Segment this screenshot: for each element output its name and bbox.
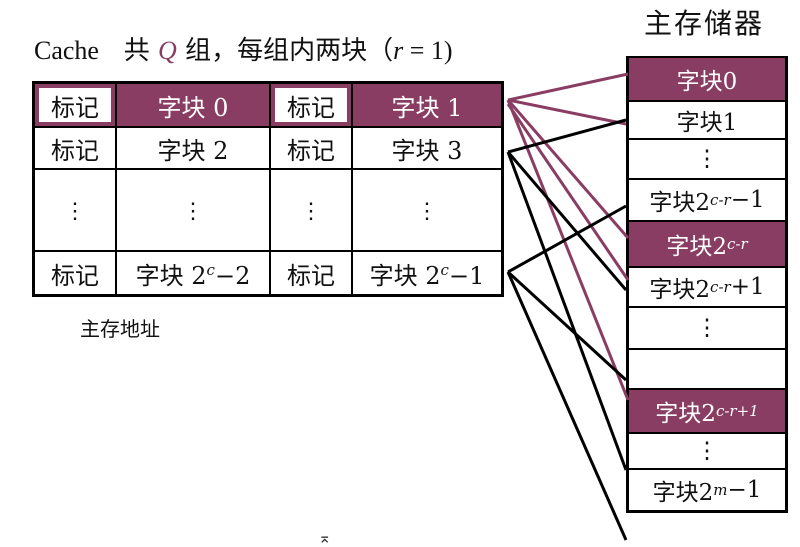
cache-tag-cell: 标记 [269, 250, 353, 297]
mapping-line [506, 99, 630, 401]
mapping-line [507, 72, 629, 102]
cache-row: 标记 字块 2c−2 标记 字块 2c−1 [32, 250, 504, 297]
main-memory-block: 字块1 [629, 100, 785, 138]
cache-row: ⋮ ⋮ ⋮ ⋮ [32, 168, 504, 252]
mapping-line [506, 151, 628, 291]
address-caption: 主存地址 [80, 317, 160, 341]
mapping-line [506, 103, 630, 281]
mapping-line [506, 151, 628, 471]
cache-block-cell: 字块 2c−2 [115, 250, 271, 297]
cursor-icon: ⌅ [318, 528, 332, 547]
main-memory-ellipsis: ⋮ [629, 306, 785, 348]
mapping-line [507, 118, 627, 154]
main-memory-ellipsis: ⋮ [629, 432, 785, 468]
title-text-3: = 1) [403, 36, 453, 65]
main-memory-block: 字块0 [629, 56, 785, 100]
main-memory-ellipsis: ⋮ [629, 138, 785, 178]
title-text-2: 组，每组内两块（ [185, 36, 394, 66]
cache-block-cell: 字块 1 [351, 81, 504, 128]
main-memory-title: 主存储器 [644, 7, 765, 40]
cache-label: Cache [34, 36, 99, 65]
cache-block-cell: 字块 0 [115, 81, 271, 128]
cache-tag-cell: 标记 [32, 81, 117, 128]
cache-title: Cache 共 Q 组，每组内两块（r = 1) [34, 30, 453, 67]
title-text-1: 共 [123, 36, 150, 66]
cache-block-cell: 字块 3 [351, 126, 504, 170]
mapping-line [507, 204, 627, 274]
mapping-line [506, 270, 628, 382]
cache-tag-cell: 标记 [269, 81, 353, 128]
title-r: r [393, 36, 404, 65]
main-memory-block [629, 348, 785, 388]
title-q: Q [158, 36, 177, 65]
cache-tag-cell: 标记 [32, 250, 117, 297]
cache-row: 标记 字块 0 标记 字块 1 [32, 81, 504, 128]
cache-tag-cell: 标记 [269, 126, 353, 170]
cache-table: 标记 字块 0 标记 字块 1 标记 字块 2 标记 字块 3 ⋮ ⋮ ⋮ ⋮ … [32, 81, 504, 297]
cache-row: 标记 字块 2 标记 字块 3 [32, 126, 504, 170]
mapping-line [507, 98, 627, 126]
mapping-line [506, 271, 628, 541]
cache-tag-cell: 标记 [32, 126, 117, 170]
cache-block-cell: 字块 2 [115, 126, 271, 170]
cache-block-cell: 字块 2c−1 [351, 250, 504, 297]
